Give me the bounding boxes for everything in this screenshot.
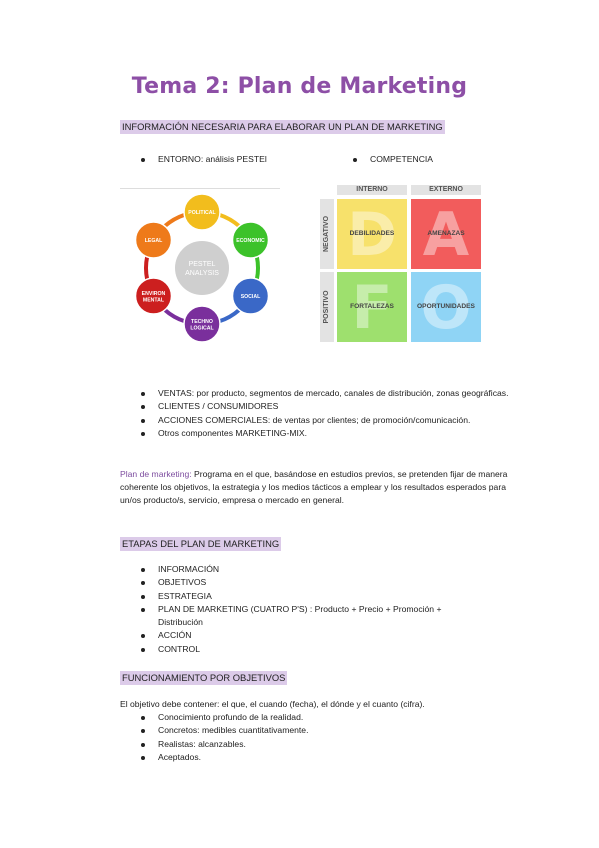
dafo-label: DEBILIDADES (349, 230, 395, 237)
list-item: Conocimiento profundo de la realidad. (138, 711, 498, 724)
dafo-label: OPORTUNIDADES (417, 303, 475, 310)
plan-definition: Plan de marketing: Programa en el que, b… (120, 468, 510, 508)
pestel-ring-arc (217, 212, 242, 229)
pestel-ring-arc (217, 307, 242, 324)
pestel-node (183, 193, 221, 231)
func-list: Conocimiento profundo de la realidad. Co… (138, 711, 498, 764)
page-title: Tema 2: Plan de Marketing (131, 74, 468, 99)
list-item: Aceptados. (138, 751, 498, 764)
list-item: ACCIONES COMERCIALES: de ventas por clie… (138, 414, 518, 427)
pestel-node-label: ECONOMIC (236, 238, 265, 244)
dafo-row-header: NEGATIVO (323, 215, 330, 253)
pestel-node-label: POLITICAL (188, 210, 216, 216)
list-item: CONTROL (138, 643, 478, 656)
func-heading: FUNCIONAMIENTO POR OBJETIVOS (120, 671, 288, 685)
pestel-node-label: SOCIAL (241, 294, 261, 300)
pestel-node (231, 277, 270, 315)
list-item: VENTAS: por producto, segmentos de merca… (138, 387, 518, 400)
dafo-col-header: INTERNO (337, 185, 407, 195)
dafo-letter: D (347, 200, 397, 269)
pestel-node-label: LOGICAL (190, 325, 214, 331)
list-item: ESTRATEGIA (138, 590, 478, 603)
list-item: PLAN DE MARKETING (CUATRO P'S) : Product… (138, 603, 478, 630)
pestel-ring-arc (254, 254, 260, 282)
pestel-center (175, 241, 229, 295)
list-item: INFORMACIÓN (138, 563, 478, 576)
divider (120, 188, 280, 189)
dafo-letter: F (351, 273, 393, 342)
list-item: Concretos: medibles cuantitativamente. (138, 724, 498, 737)
pestel-node (231, 221, 270, 259)
pestel-ring-arc (144, 254, 150, 282)
list-item: Realistas: alcanzables. (138, 738, 498, 751)
pestel-center-label: ANALYSIS (185, 270, 219, 277)
pestel-diagram: PESTEL ANALYSIS POLITICAL ECONOMIC SOCIAL TEC… (134, 193, 270, 343)
pestel-node (134, 221, 173, 259)
dafo-letter: A (422, 200, 470, 269)
dafo-row-header-box: NEGATIVO (320, 199, 334, 269)
etapas-list: INFORMACIÓN OBJETIVOS ESTRATEGIA PLAN DE… (138, 563, 478, 656)
pestel-node (134, 277, 173, 315)
list-item: OBJETIVOS (138, 576, 478, 589)
info-heading: INFORMACIÓN NECESARIA PARA ELABORAR UN P… (120, 120, 445, 134)
dafo-row-header: POSITIVO (323, 290, 330, 324)
list-item: CLIENTES / CONSUMIDORES (138, 400, 518, 413)
dafo-row-header-box: POSITIVO (320, 272, 334, 342)
dafo-label: AMENAZAS (427, 230, 465, 237)
list-item: ENTORNO: análisis PESTEl (138, 153, 318, 166)
info-items-list: VENTAS: por producto, segmentos de merca… (138, 387, 518, 440)
dafo-letter: O (420, 273, 472, 342)
pestel-ring-arc (162, 307, 187, 324)
plan-text: Programa en el que, basándose en estudio… (120, 469, 508, 506)
pestel-node-label: MENTAL (143, 297, 165, 303)
etapas-heading: ETAPAS DEL PLAN DE MARKETING (120, 537, 282, 551)
dafo-col-header: EXTERNO (411, 185, 481, 195)
pestel-node-label: TECHNO (191, 319, 213, 325)
entorno-list: ENTORNO: análisis PESTEl (138, 153, 318, 166)
pestel-ring-arc (162, 212, 187, 229)
func-intro: El objetivo debe contener: el que, el cu… (120, 699, 425, 709)
competencia-list: COMPETENCIA (350, 153, 500, 166)
pestel-node-label: ENVIRON (142, 291, 166, 297)
plan-label: Plan de marketing: (120, 469, 192, 479)
list-item: Otros componentes MARKETING-MIX. (138, 427, 518, 440)
pestel-center-label: PESTEL (189, 261, 216, 268)
list-item: ACCIÓN (138, 629, 478, 642)
dafo-label: FORTALEZAS (350, 303, 394, 310)
pestel-node-label: LEGAL (145, 238, 163, 244)
list-item: COMPETENCIA (350, 153, 500, 166)
pestel-node (183, 305, 221, 343)
